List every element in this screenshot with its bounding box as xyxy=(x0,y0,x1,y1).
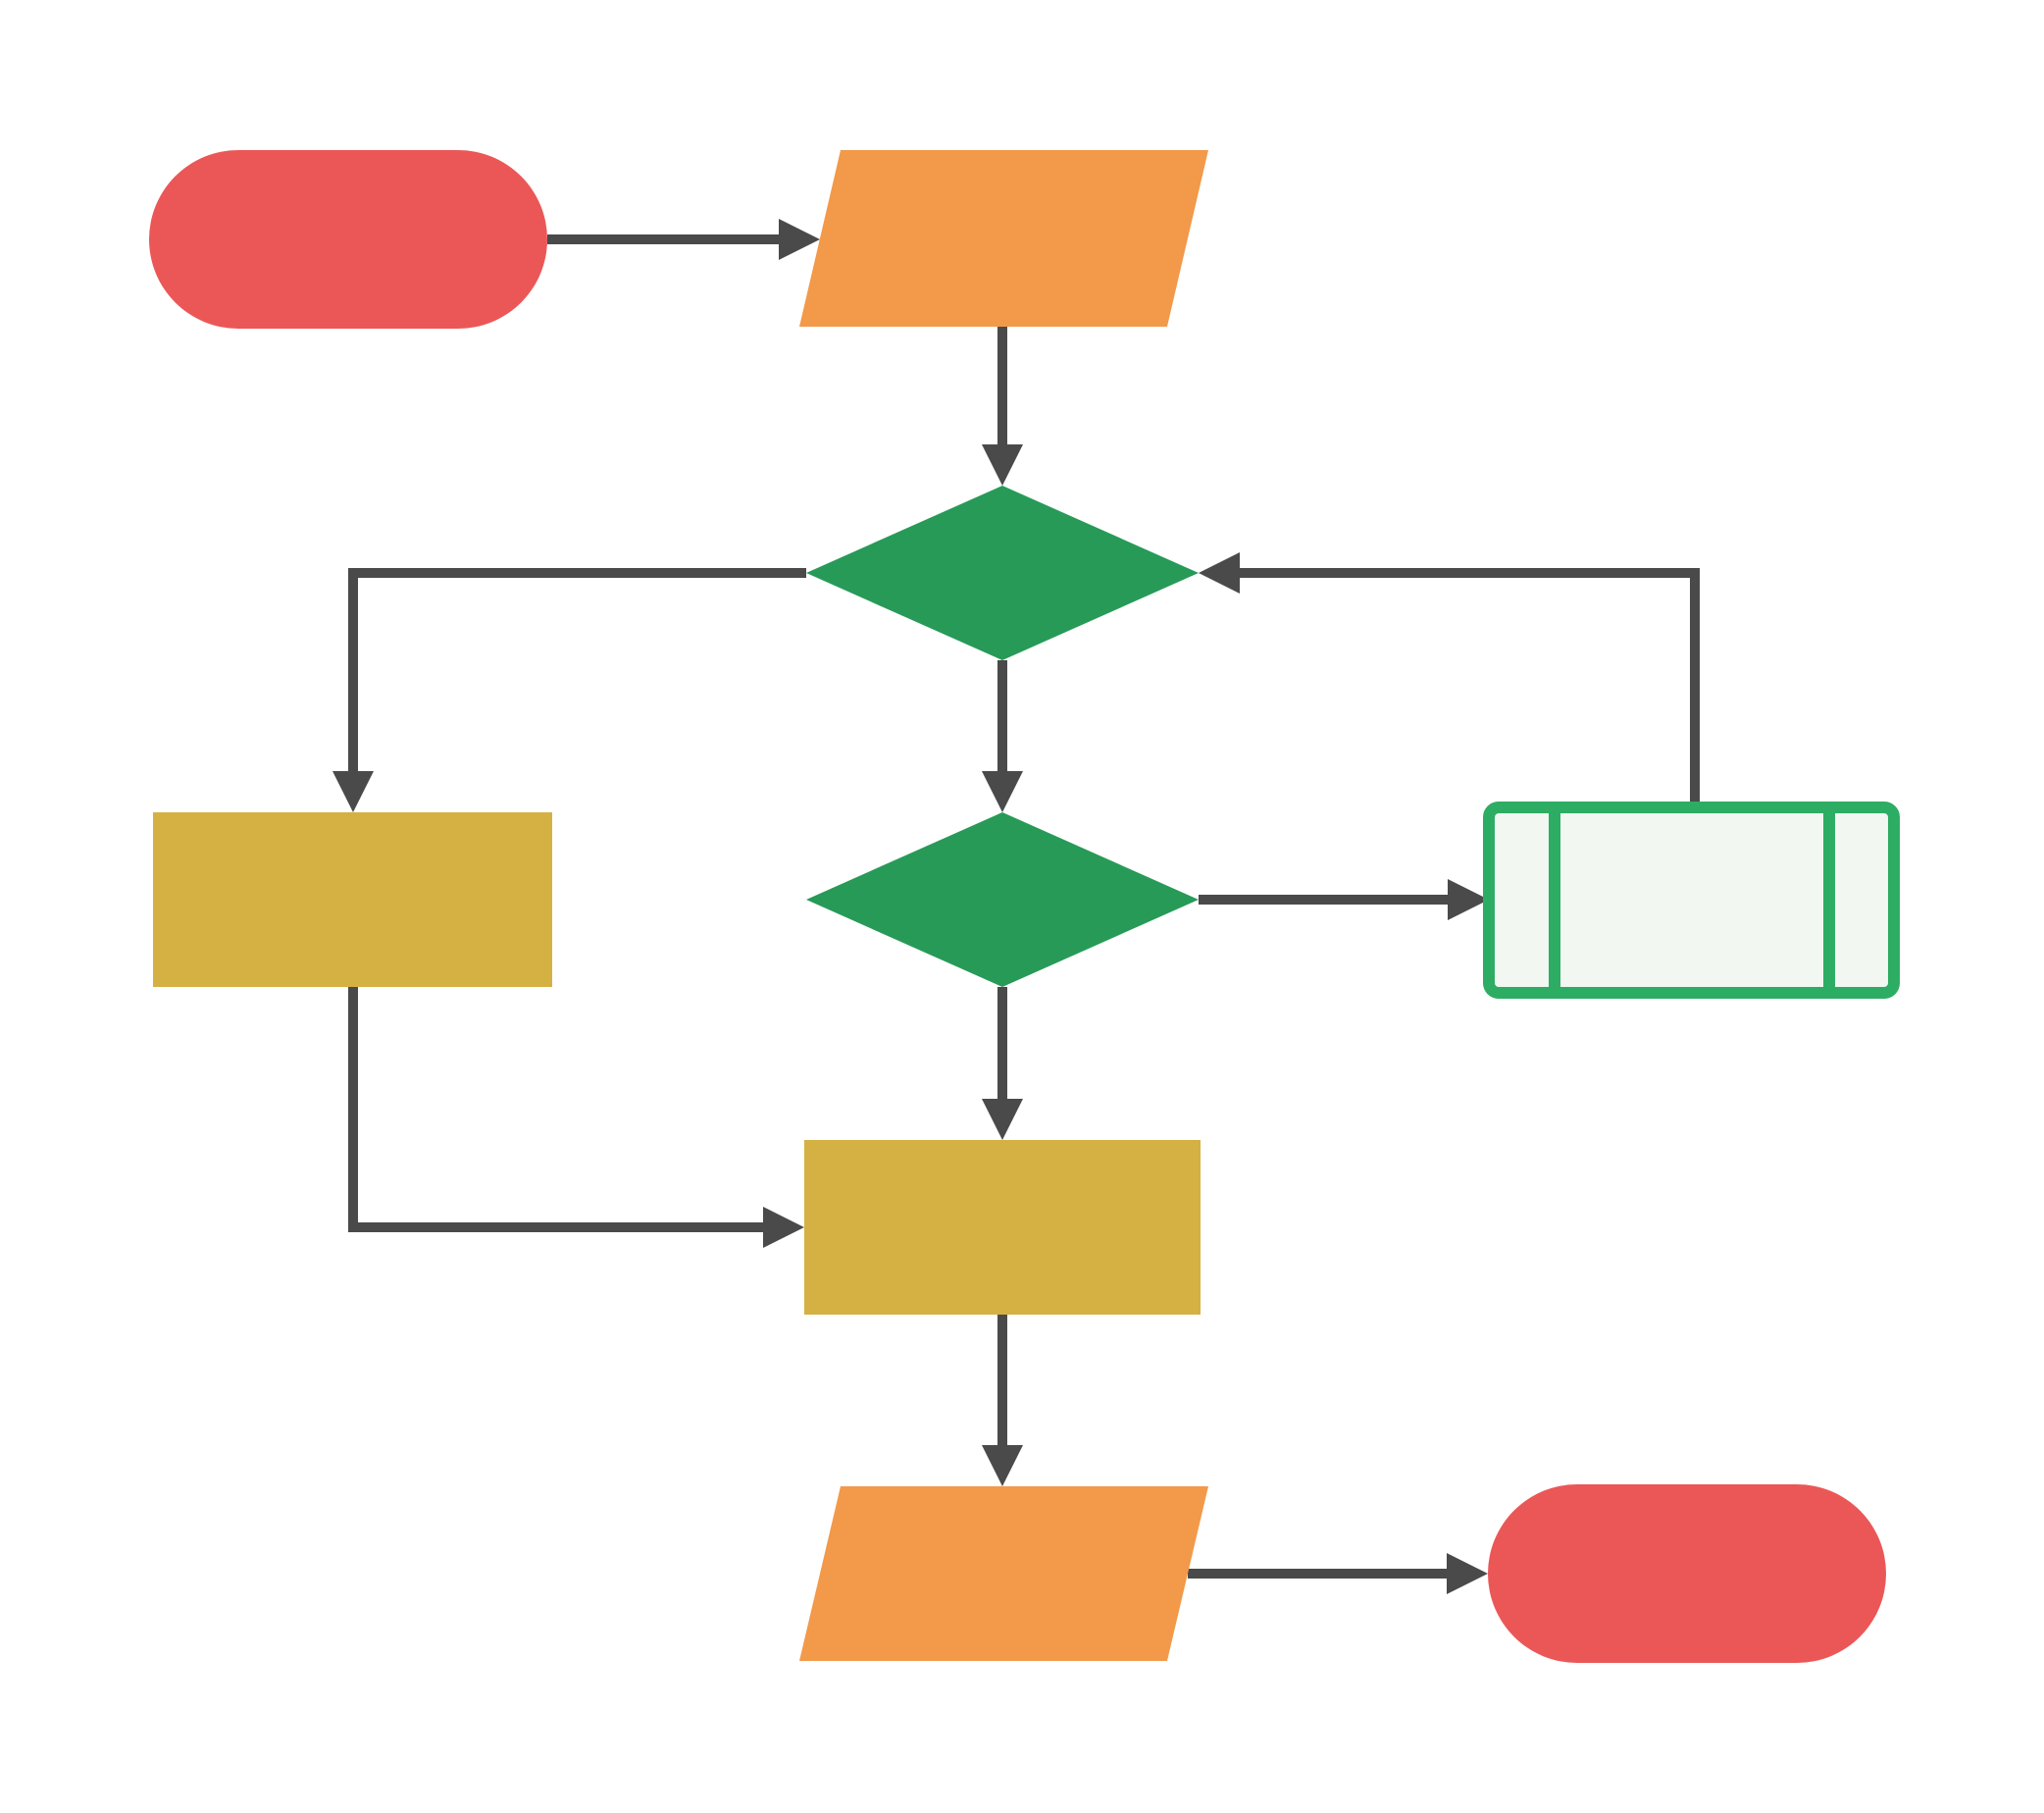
edge-left-process-to-center-process-arrowhead-icon xyxy=(763,1207,804,1248)
predefined-process-rectangle xyxy=(1483,802,1900,999)
edge-decision1-to-left-process xyxy=(332,568,806,812)
edge-decision2-to-center-process xyxy=(982,987,1023,1140)
edge-start-to-input xyxy=(547,219,820,260)
edge-left-process-to-center-process xyxy=(348,987,804,1248)
edge-output-to-end xyxy=(1188,1553,1488,1594)
input-output-parallelogram-bottom xyxy=(799,1486,1208,1661)
edge-decision1-to-decision2 xyxy=(982,660,1023,812)
end-terminator xyxy=(1488,1484,1886,1663)
input-output-parallelogram-top xyxy=(799,150,1208,327)
start-terminator xyxy=(149,150,547,329)
edge-center-process-to-output-arrowhead-icon xyxy=(982,1445,1023,1486)
edge-input-to-decision1-arrowhead-icon xyxy=(982,444,1023,486)
decision-diamond-1 xyxy=(806,486,1199,660)
edge-left-process-to-center-process-line xyxy=(348,987,771,1232)
edge-input-to-decision1 xyxy=(982,327,1023,486)
edge-start-to-input-arrowhead-icon xyxy=(779,219,820,260)
process-rectangle-left xyxy=(153,812,552,987)
edge-output-to-end-arrowhead-icon xyxy=(1447,1553,1488,1594)
edge-predefined-to-decision1-arrowhead-icon xyxy=(1199,552,1240,594)
edge-decision2-to-predefined-arrowhead-icon xyxy=(1448,879,1489,920)
edge-predefined-to-decision1 xyxy=(1199,552,1700,807)
edge-decision2-to-center-process-arrowhead-icon xyxy=(982,1099,1023,1140)
edge-decision2-to-predefined xyxy=(1199,879,1489,920)
predefined-process-rectangle-body xyxy=(1483,802,1900,999)
edge-decision1-to-decision2-arrowhead-icon xyxy=(982,771,1023,812)
edge-decision1-to-left-process-line xyxy=(348,568,806,779)
decision-diamond-2 xyxy=(806,812,1199,987)
edge-center-process-to-output xyxy=(982,1315,1023,1486)
edge-predefined-to-decision1-line xyxy=(1232,568,1700,807)
process-rectangle-center xyxy=(804,1140,1201,1315)
edge-decision1-to-left-process-arrowhead-icon xyxy=(332,771,374,812)
